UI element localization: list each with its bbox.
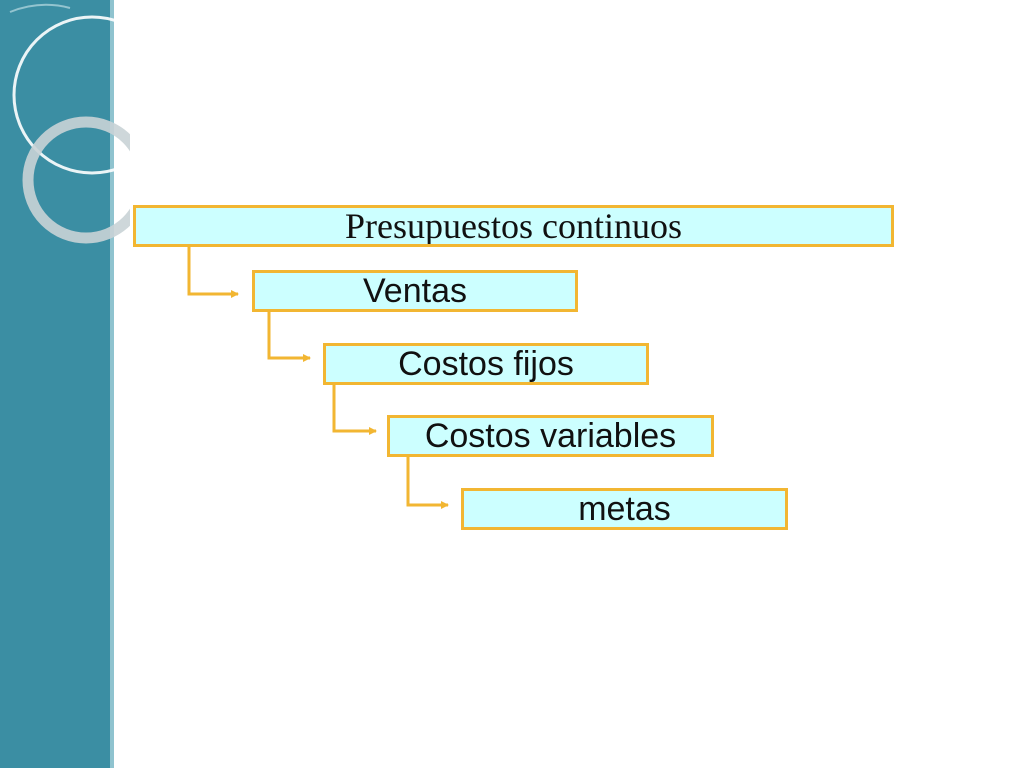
- node-presupuestos-continuos: Presupuestos continuos: [133, 205, 894, 247]
- node-metas: metas: [461, 488, 788, 530]
- node-costos-variables: Costos variables: [387, 415, 714, 457]
- connector-costos-fijos-to-costos-variables: [332, 384, 377, 435]
- decorative-ring-large: [12, 15, 130, 175]
- node-label: Costos variables: [424, 417, 677, 455]
- node-ventas: Ventas: [252, 270, 578, 312]
- decorative-ring-grey: [22, 116, 130, 244]
- connector-costos-variables-to-metas: [406, 457, 449, 509]
- node-label: Ventas: [363, 272, 467, 310]
- connector-presupuestos-to-ventas: [187, 247, 239, 298]
- node-costos-fijos: Costos fijos: [323, 343, 649, 385]
- node-label: metas: [578, 490, 671, 528]
- side-band-edge: [110, 0, 114, 768]
- node-label: Presupuestos continuos: [345, 206, 682, 246]
- node-label: Costos fijos: [398, 345, 574, 383]
- decorative-arc: [9, 3, 71, 13]
- decorative-rings: [9, 3, 130, 244]
- connector-ventas-to-costos-fijos: [267, 312, 311, 362]
